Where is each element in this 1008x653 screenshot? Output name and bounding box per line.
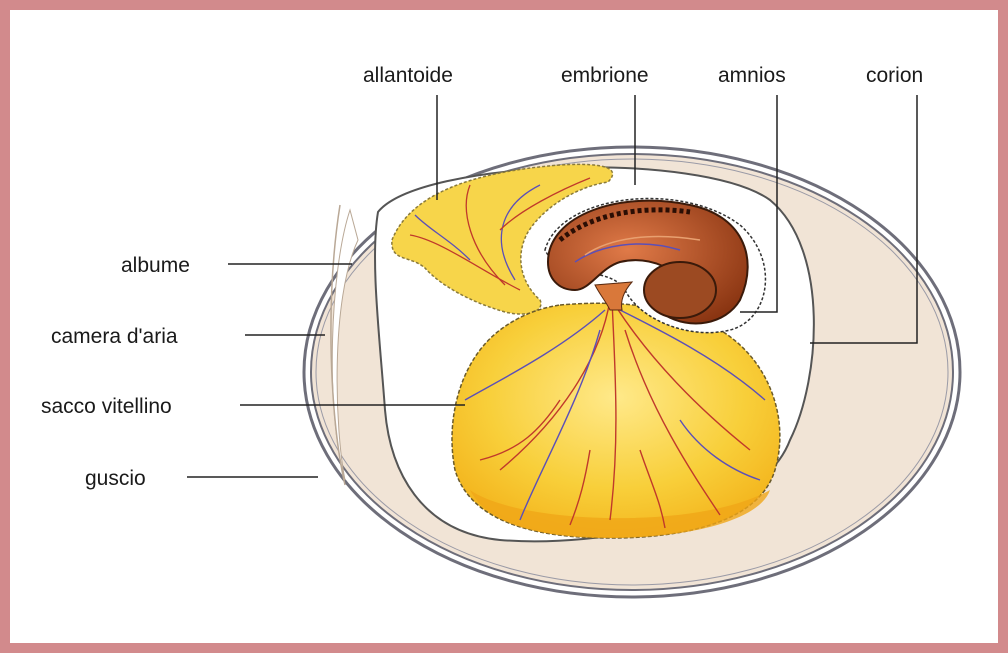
label-amnios: amnios [718, 64, 786, 87]
label-corion: corion [866, 64, 923, 87]
label-camera-aria: camera d'aria [51, 325, 178, 348]
label-embrione: embrione [561, 64, 649, 87]
label-guscio: guscio [85, 467, 146, 490]
label-allantoide: allantoide [363, 64, 453, 87]
label-sacco-vitellino: sacco vitellino [41, 395, 172, 418]
label-albume: albume [121, 254, 190, 277]
